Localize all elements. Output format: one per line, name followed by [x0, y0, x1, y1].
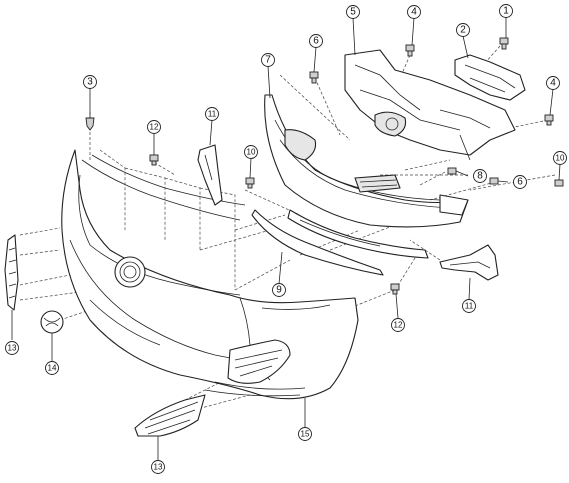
- callout-9: 9: [272, 283, 286, 297]
- fog-lamp-grille: [134, 394, 206, 437]
- svg-text:13: 13: [8, 344, 17, 353]
- svg-text:2: 2: [460, 25, 466, 36]
- callout-13-lower: 13: [151, 460, 165, 474]
- callout-6-upper: 6: [309, 34, 323, 48]
- svg-text:4: 4: [411, 7, 417, 18]
- svg-text:15: 15: [301, 430, 310, 439]
- side-grille-left: [4, 234, 19, 311]
- svg-text:11: 11: [465, 302, 474, 311]
- svg-text:3: 3: [87, 77, 93, 88]
- callout-7: 7: [261, 53, 275, 67]
- callout-3: 3: [83, 75, 97, 89]
- svg-text:13: 13: [154, 463, 163, 472]
- upper-bracket: [454, 54, 526, 101]
- emblem: [40, 310, 64, 334]
- svg-text:6: 6: [517, 177, 523, 188]
- svg-text:12: 12: [150, 123, 159, 132]
- svg-text:4: 4: [550, 78, 556, 89]
- svg-text:7: 7: [265, 55, 271, 66]
- svg-text:6: 6: [313, 36, 319, 47]
- callout-13-left: 13: [5, 341, 19, 355]
- svg-text:9: 9: [276, 285, 282, 296]
- svg-text:10: 10: [556, 154, 565, 163]
- svg-text:5: 5: [350, 7, 356, 18]
- callout-5: 5: [346, 5, 360, 19]
- callout-10-right: 10: [553, 151, 567, 165]
- bumper-bracket-right: [439, 244, 499, 281]
- callout-2: 2: [456, 23, 470, 37]
- svg-text:10: 10: [247, 148, 256, 157]
- grille-bracket: [344, 49, 516, 161]
- callout-11-lower: 11: [462, 299, 476, 313]
- callout-1: 1: [499, 4, 513, 18]
- callout-12-lower: 12: [391, 318, 405, 332]
- front-bumper-fascia: [61, 149, 359, 400]
- callout-8: 8: [473, 169, 487, 183]
- callout-14: 14: [45, 361, 59, 375]
- svg-text:12: 12: [394, 321, 403, 330]
- callout-4-right: 4: [546, 76, 560, 90]
- radiator-grille: [264, 94, 469, 228]
- fasteners: [85, 37, 564, 295]
- callout-6-lower: 6: [513, 175, 527, 189]
- callout-12-upper: 12: [147, 120, 161, 134]
- callout-11-upper: 11: [205, 107, 219, 121]
- svg-text:8: 8: [477, 171, 483, 182]
- callout-10-left: 10: [244, 145, 258, 159]
- svg-text:1: 1: [503, 6, 509, 17]
- svg-text:14: 14: [48, 364, 57, 373]
- bumper-bracket-left: [197, 144, 223, 206]
- callout-15: 15: [298, 427, 312, 441]
- callout-4-upper: 4: [407, 5, 421, 19]
- grille-molding-strip: [251, 209, 429, 276]
- callout-leaders: [11, 17, 561, 460]
- svg-text:11: 11: [208, 110, 217, 119]
